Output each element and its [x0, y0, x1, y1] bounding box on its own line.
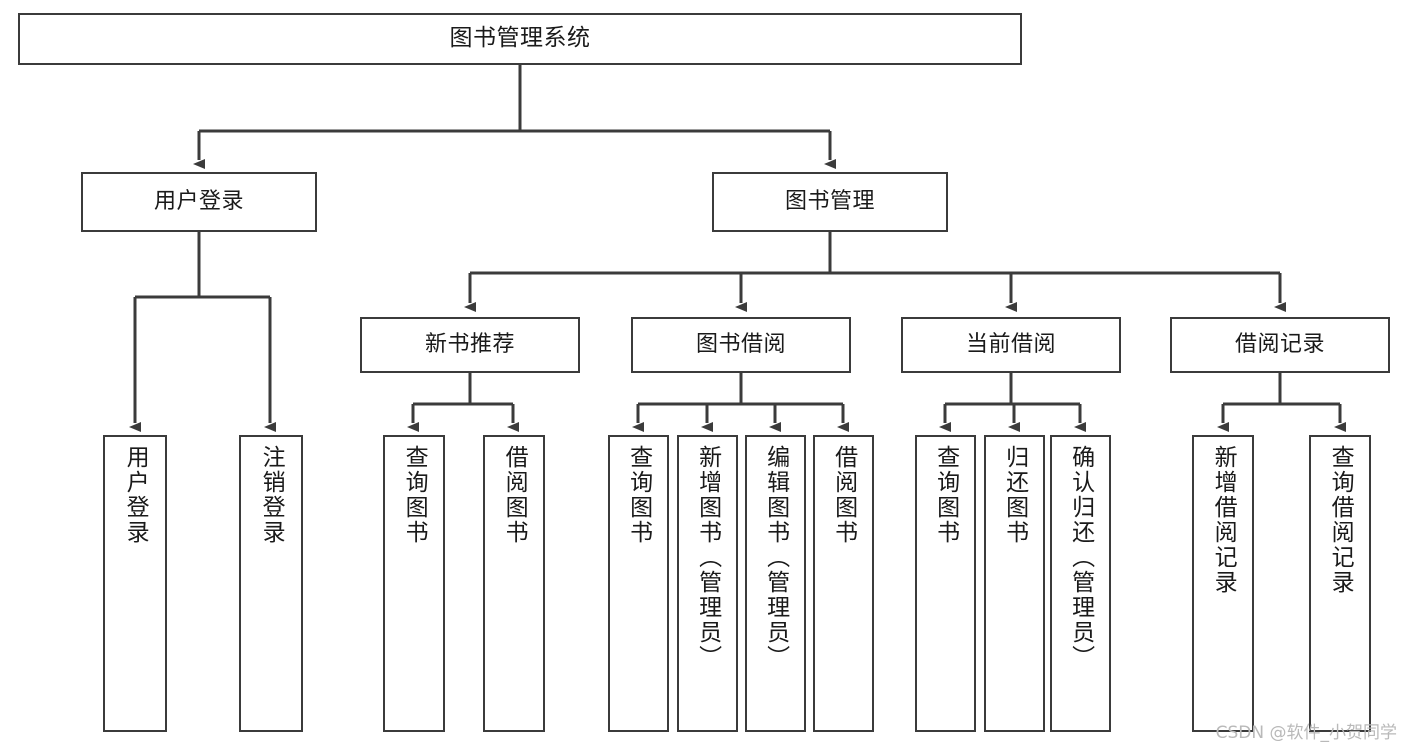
node-leaf-query-book-1-label: 查询图书 — [401, 445, 428, 545]
node-leaf-edit-book-label: 编辑图书（管理员） — [762, 445, 789, 670]
node-book-borrow-label: 图书借阅 — [695, 331, 786, 357]
node-leaf-logout[interactable]: 注销登录 — [239, 435, 303, 732]
node-leaf-add-record[interactable]: 新增借阅记录 — [1192, 435, 1254, 732]
node-user-login-label: 用户登录 — [153, 188, 244, 214]
node-new-book-rec[interactable]: 新书推荐 — [360, 317, 580, 373]
node-leaf-query-book-3-label: 查询图书 — [932, 445, 959, 545]
node-root-label: 图书管理系统 — [449, 25, 591, 52]
node-leaf-query-book-2[interactable]: 查询图书 — [608, 435, 669, 732]
node-leaf-add-record-label: 新增借阅记录 — [1210, 445, 1237, 595]
node-book-manage-label: 图书管理 — [784, 188, 875, 214]
node-leaf-add-book[interactable]: 新增图书（管理员） — [677, 435, 738, 732]
node-leaf-confirm-return[interactable]: 确认归还（管理员） — [1050, 435, 1111, 732]
node-leaf-borrow-book-1[interactable]: 借阅图书 — [483, 435, 545, 732]
node-book-manage[interactable]: 图书管理 — [712, 172, 948, 232]
node-leaf-add-book-label: 新增图书（管理员） — [694, 445, 721, 670]
node-book-borrow[interactable]: 图书借阅 — [631, 317, 851, 373]
node-leaf-query-book-2-label: 查询图书 — [625, 445, 652, 545]
node-leaf-edit-book[interactable]: 编辑图书（管理员） — [745, 435, 806, 732]
node-leaf-query-record[interactable]: 查询借阅记录 — [1309, 435, 1371, 732]
node-leaf-borrow-book-2[interactable]: 借阅图书 — [813, 435, 874, 732]
node-new-book-rec-label: 新书推荐 — [424, 331, 515, 357]
node-leaf-borrow-book-2-label: 借阅图书 — [830, 445, 857, 545]
node-borrow-record-label: 借阅记录 — [1234, 331, 1325, 357]
csdn-watermark: CSDN @软件_小贺同学 — [1215, 723, 1397, 743]
node-borrow-record[interactable]: 借阅记录 — [1170, 317, 1390, 373]
node-leaf-confirm-return-label: 确认归还（管理员） — [1067, 445, 1094, 670]
node-user-login[interactable]: 用户登录 — [81, 172, 317, 232]
node-leaf-query-book-3[interactable]: 查询图书 — [915, 435, 976, 732]
node-leaf-user-login-label: 用户登录 — [122, 445, 149, 545]
node-leaf-logout-label: 注销登录 — [258, 445, 285, 545]
node-leaf-query-book-1[interactable]: 查询图书 — [383, 435, 445, 732]
node-leaf-borrow-book-1-label: 借阅图书 — [501, 445, 528, 545]
node-leaf-query-record-label: 查询借阅记录 — [1327, 445, 1354, 595]
node-current-borrow-label: 当前借阅 — [965, 331, 1056, 357]
node-leaf-user-login[interactable]: 用户登录 — [103, 435, 167, 732]
node-leaf-return-book[interactable]: 归还图书 — [984, 435, 1045, 732]
node-root[interactable]: 图书管理系统 — [18, 13, 1022, 65]
node-leaf-return-book-label: 归还图书 — [1001, 445, 1028, 545]
node-current-borrow[interactable]: 当前借阅 — [901, 317, 1121, 373]
